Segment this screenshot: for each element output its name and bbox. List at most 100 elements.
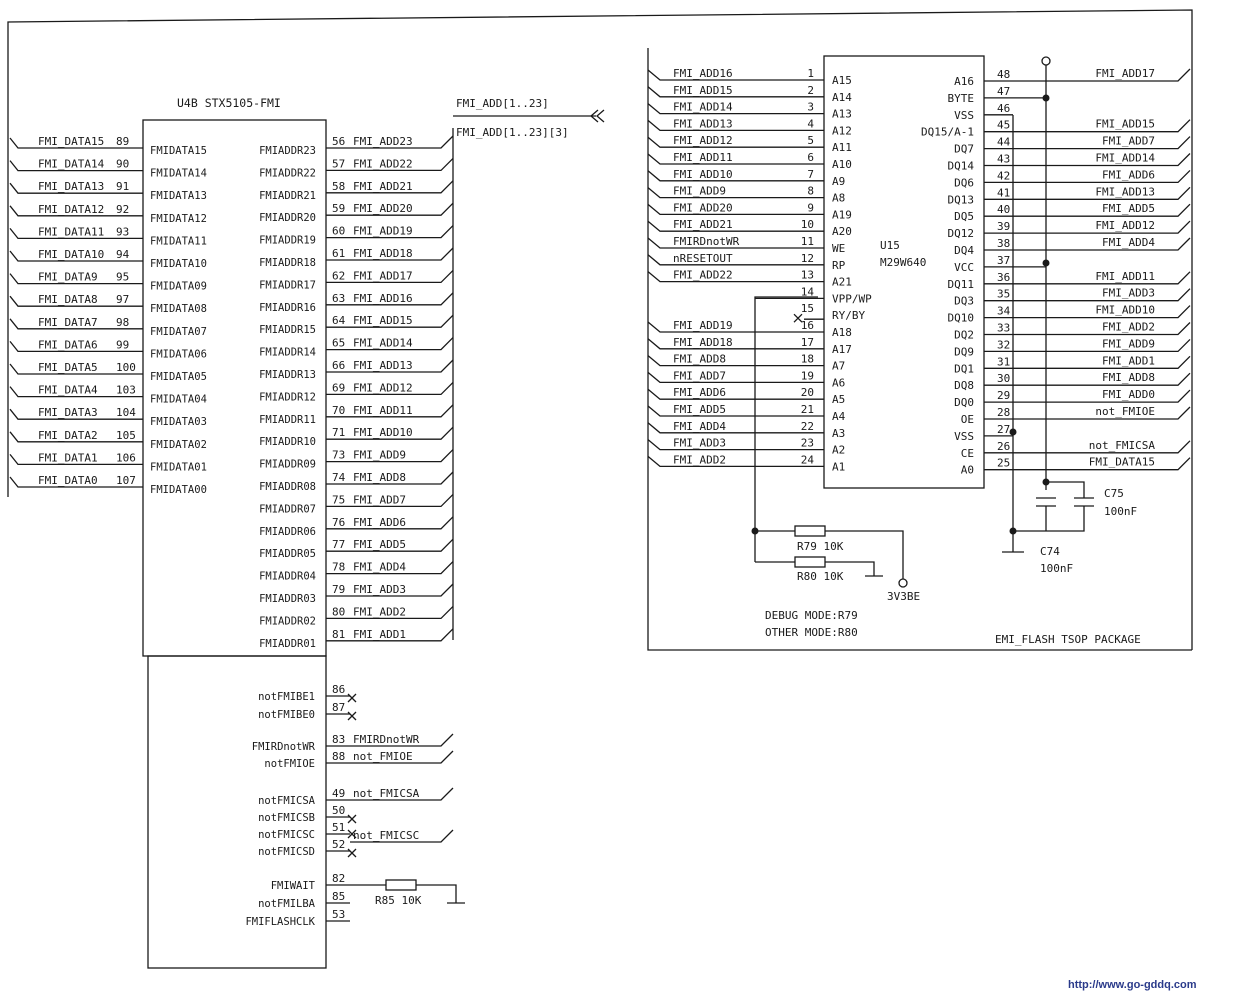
addr-net-label: FMI_ADD22 [353, 157, 413, 170]
u15-left-pin-number: 11 [801, 235, 814, 248]
addr-pin-wire [326, 605, 454, 620]
u15-right-pin-name: VSS [954, 430, 974, 443]
addr-pin-number: 79 [332, 583, 345, 596]
data-pin-name: FMIDATA05 [150, 371, 207, 383]
data-net-label: FMI_DATA7 [38, 316, 98, 329]
addr-pin-name: FMIADDR03 [259, 593, 316, 605]
u15-right-wire [984, 136, 1191, 150]
u15-right-pin-name: DQ15/A-1 [921, 126, 974, 139]
addr-pin-number: 76 [332, 516, 345, 529]
u15-part: M29W640 [880, 256, 926, 269]
addr-pin-number: 77 [332, 538, 345, 551]
u15-right-pin-name: DQ11 [948, 278, 975, 291]
u15-right-wire [984, 406, 1191, 420]
u15-right-pin-name: DQ3 [954, 295, 974, 308]
u15-right-net: FMI_ADD3 [1102, 287, 1155, 300]
u15-left-wire [647, 103, 824, 115]
ctrl-pin-name: FMIFLASHCLK [245, 916, 315, 928]
addr-pin-wire [326, 247, 454, 261]
data-pin-name: FMIDATA03 [150, 416, 207, 428]
ctrl-pin-name: notFMICSA [258, 795, 316, 807]
u15-right-pin-name: DQ8 [954, 379, 974, 392]
data-pin-number: 103 [116, 384, 136, 397]
addr-pin-name: FMIADDR09 [259, 459, 316, 471]
u15-right-pin-number: 31 [997, 355, 1010, 368]
u15-left-wire [647, 136, 824, 148]
ctrl-net-label: not_FMIOE [353, 750, 413, 763]
u15-right-pin-name: DQ5 [954, 210, 974, 223]
data-pin-number: 98 [116, 316, 129, 329]
package-title: EMI_FLASH TSOP PACKAGE [995, 633, 1141, 646]
r85-ground-wire [416, 884, 457, 903]
addr-net-label: FMI_ADD9 [353, 449, 406, 462]
data-pin-name: FMIDATA04 [150, 394, 207, 406]
data-pin-wire [9, 160, 143, 172]
u15-left-pin-number: 8 [807, 185, 814, 198]
data-pin-wire [9, 453, 143, 466]
ctrl-pin-number: 50 [332, 804, 345, 817]
data-pin-number: 106 [116, 451, 136, 464]
ctrl-pin-name: notFMICSB [258, 812, 315, 824]
addr-pin-number: 75 [332, 493, 345, 506]
u15-left-wire [647, 338, 824, 350]
u15-left-net: FMI_ADD8 [673, 353, 726, 366]
addr-pin-number: 63 [332, 292, 345, 305]
u15-left-net: nRESETOUT [673, 252, 733, 265]
u15-right-wire [984, 153, 1191, 167]
ctrl-net-wire [350, 829, 454, 843]
u15-left-wire [647, 439, 824, 451]
u15-right-net: not_FMICSA [1089, 439, 1156, 452]
u15-right-wire [984, 220, 1191, 234]
u15-left-pin-number: 7 [807, 168, 814, 181]
u15-right-wire [984, 389, 1191, 403]
u15-left-pin-name: A7 [832, 360, 845, 373]
u15-right-net: FMI_ADD0 [1102, 388, 1155, 401]
data-pin-name: FMIDATA01 [150, 461, 207, 473]
r79-label: R79 10K [797, 540, 844, 553]
ctrl-pin-wire [326, 787, 454, 801]
addr-pin-name: FMIADDR17 [259, 279, 316, 291]
addr-pin-wire [326, 404, 454, 418]
u15-left-pin-number: 2 [807, 84, 814, 97]
u15-left-pin-name: A21 [832, 276, 852, 289]
u15-left-pin-name: A13 [832, 108, 852, 121]
data-net-label: FMI_DATA0 [38, 474, 98, 487]
data-pin-name: FMIDATA10 [150, 258, 207, 270]
u15-right-net: FMI_ADD14 [1095, 152, 1155, 165]
ctrl-pin-number: 85 [332, 890, 345, 903]
data-pin-wire [9, 476, 143, 488]
data-net-label: FMI_DATA6 [38, 338, 98, 351]
u15-left-net: FMI_ADD19 [673, 319, 733, 332]
u15-right-wire [984, 355, 1191, 369]
u15-left-pin-name: A14 [832, 91, 852, 104]
addr-pin-number: 74 [332, 471, 346, 484]
supply-label: 3V3BE [887, 590, 920, 603]
u15-right-pin-name: DQ12 [948, 227, 975, 240]
no-connect-mark [347, 848, 357, 858]
ctrl-pin-number: 87 [332, 701, 345, 714]
u15-left-pin-number: 10 [801, 218, 814, 231]
data-pin-name: FMIDATA12 [150, 213, 207, 225]
data-pin-number: 90 [116, 158, 129, 171]
u15-ref: U15 [880, 239, 900, 252]
u15-left-net: FMI_ADD14 [673, 101, 733, 114]
u15-right-pin-name: CE [961, 447, 974, 460]
u15-right-wire [984, 322, 1191, 336]
data-net-label: FMI_DATA15 [38, 135, 104, 148]
ctrl-pin-name: FMIRDnotWR [252, 741, 316, 753]
data-pin-wire [9, 182, 143, 194]
addr-pin-number: 65 [332, 337, 345, 350]
u15-right-pin-number: 33 [997, 322, 1010, 335]
u15-left-pin-number: 4 [807, 117, 814, 130]
bus-port-chevron-2 [590, 109, 599, 123]
data-net-label: FMI_DATA5 [38, 361, 98, 374]
data-pin-wire [9, 318, 143, 330]
u15-left-net: FMI_ADD18 [673, 336, 733, 349]
u15-right-pin-name: DQ2 [954, 329, 974, 342]
addr-pin-name: FMIADDR14 [259, 347, 316, 359]
addr-net-label: FMI_ADD16 [353, 292, 413, 305]
addr-pin-number: 69 [332, 381, 345, 394]
addr-net-label: FMI_ADD7 [353, 493, 406, 506]
c75-label: C75 [1104, 487, 1124, 500]
addr-pin-wire [326, 269, 454, 284]
